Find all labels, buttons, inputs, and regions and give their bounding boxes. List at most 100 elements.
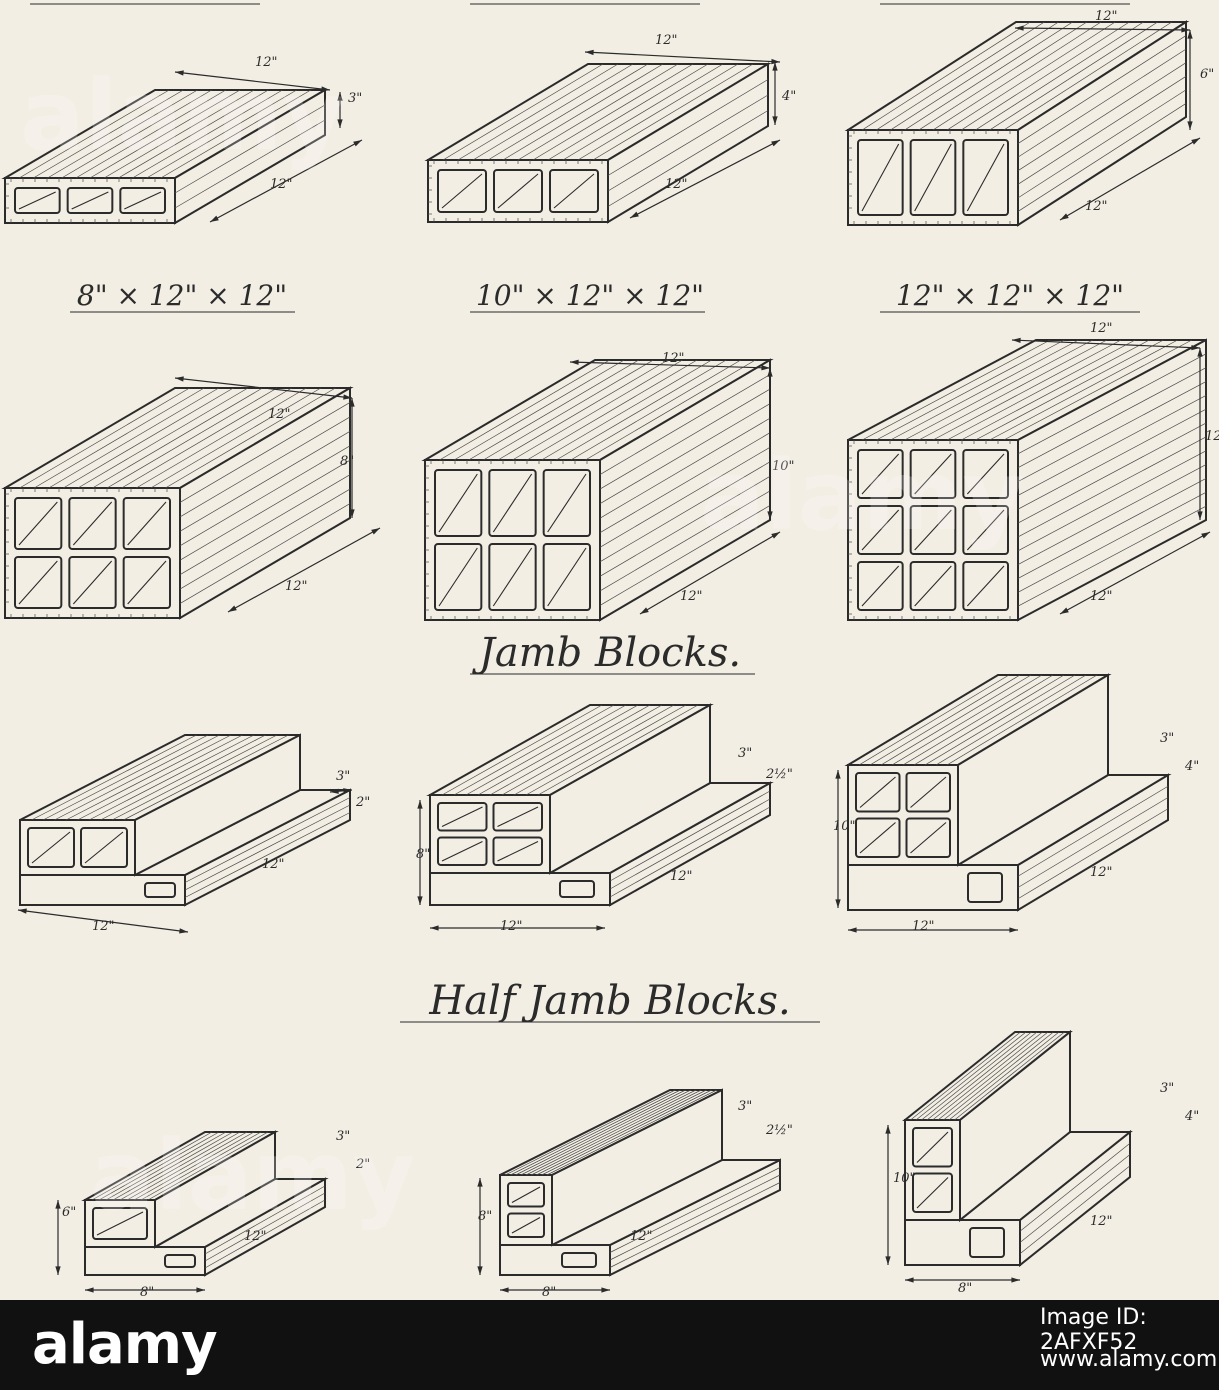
dim-b4-height: 8" — [340, 454, 354, 469]
dim-b6-depth: 12" — [1090, 589, 1113, 604]
dim-h2-height: 8" — [478, 1209, 492, 1224]
dim-b2-depth: 12" — [665, 177, 688, 192]
block-cell — [488, 543, 537, 611]
dim-j3-width: 12" — [912, 919, 935, 934]
block-cell — [434, 543, 483, 611]
dim-h2-rise: 2½" — [765, 1123, 793, 1138]
dim-b6-len: 12" — [1090, 321, 1113, 336]
dim-j2-height: 8" — [416, 847, 430, 862]
dim-h2-step: 3" — [738, 1099, 752, 1114]
block-cell — [66, 187, 114, 214]
block-cell — [493, 169, 543, 213]
dim-b2-len: 12" — [655, 33, 678, 48]
block-cell — [122, 556, 171, 609]
block-cell — [492, 802, 543, 832]
watermark-overlay-3: alamy — [90, 1120, 416, 1232]
block-cell — [549, 169, 599, 213]
dim-j2-width: 12" — [500, 919, 523, 934]
block-cell — [68, 556, 117, 609]
block-cell — [437, 169, 487, 213]
block-cell — [962, 449, 1009, 499]
block-cell — [542, 543, 592, 611]
block-10x12x12 — [421, 358, 781, 622]
block-cell — [434, 469, 483, 537]
dim-j1-depth: 12" — [262, 857, 285, 872]
dim-b3-height: 6" — [1200, 67, 1214, 82]
dim-b4-len: 12" — [268, 407, 291, 422]
dim-b3-depth: 12" — [1085, 199, 1108, 214]
dim-h2-width: 8" — [542, 1285, 556, 1300]
half-jamb-block-3 — [885, 1029, 1133, 1283]
block-cell — [92, 1207, 148, 1240]
block-cell — [14, 187, 61, 214]
block-cell — [855, 817, 901, 858]
block-3x12x12 — [1, 70, 363, 225]
block-cell — [962, 561, 1009, 611]
half-jamb-block-1 — [55, 1130, 329, 1293]
block-cell — [962, 139, 1009, 216]
block-cell — [857, 561, 904, 611]
block-cell — [80, 827, 128, 868]
jamb-block-2 — [417, 703, 774, 931]
dim-b6-height: 12" — [1205, 429, 1219, 444]
site-url-link[interactable]: www.alamy.com — [1040, 1347, 1218, 1372]
caption-10x12x12: 10" × 12" × 12" — [476, 279, 704, 312]
block-cell — [14, 497, 63, 550]
block-4x12x12 — [424, 49, 781, 224]
dim-h3-depth: 12" — [1090, 1214, 1113, 1229]
block-cell — [27, 827, 75, 868]
alamy-logo: alamy — [32, 1312, 218, 1377]
block-cell — [507, 1182, 545, 1208]
dim-j1-width: 12" — [92, 919, 115, 934]
block-cell — [909, 139, 957, 216]
block-cell — [857, 139, 904, 216]
block-12x12x12 — [847, 337, 1211, 622]
block-cell — [68, 497, 117, 550]
block-cell — [909, 505, 957, 555]
dim-b2-height: 4" — [781, 89, 796, 104]
block-cell — [437, 836, 488, 866]
block-cell — [122, 497, 171, 550]
block-6x12x12 — [844, 20, 1201, 227]
dim-j1-rise: 2" — [355, 795, 370, 810]
dim-h3-height: 10" — [893, 1171, 916, 1186]
block-cell — [905, 772, 951, 813]
block-cell — [912, 1172, 953, 1213]
caption-8x12x12: 8" × 12" × 12" — [77, 279, 287, 312]
block-cell — [909, 561, 957, 611]
dim-h1-width: 8" — [140, 1285, 154, 1300]
jamb-block-3 — [835, 673, 1172, 933]
block-cell — [437, 802, 488, 832]
caption-12x12x12: 12" × 12" × 12" — [896, 279, 1124, 312]
block-cell — [857, 505, 904, 555]
dim-j3-rise: 4" — [1184, 759, 1199, 774]
dim-j2-rise: 2½" — [765, 767, 793, 782]
dim-j3-depth: 12" — [1090, 865, 1113, 880]
dim-b5-height: 10" — [772, 459, 795, 474]
jamb-block-1 — [17, 733, 353, 934]
dim-j2-depth: 12" — [670, 869, 693, 884]
drawing-sheet: 8" × 12" × 12" 10" × 12" × 12" 12" × 12"… — [1, 3, 1219, 1300]
half-jamb-block-2 — [477, 1088, 781, 1293]
dim-b1-len: 12" — [255, 55, 278, 70]
dim-h3-width: 8" — [958, 1281, 972, 1296]
block-cell — [542, 469, 592, 537]
dim-j2-step: 3" — [738, 746, 752, 761]
dim-b5-depth: 12" — [680, 589, 703, 604]
block-cell — [14, 556, 63, 609]
block-cell — [905, 817, 951, 858]
block-cell — [857, 449, 904, 499]
dim-h2-depth: 12" — [630, 1229, 653, 1244]
dim-b1-depth: 12" — [270, 177, 293, 192]
block-cell — [488, 469, 537, 537]
dim-h3-step: 3" — [1160, 1081, 1174, 1096]
block-cell — [912, 1127, 953, 1168]
dim-j3-height: 10" — [833, 819, 856, 834]
dim-h1-step: 3" — [336, 1129, 350, 1144]
half-jamb-blocks-title: Half Jamb Blocks. — [428, 978, 790, 1024]
block-cell — [855, 772, 901, 813]
dim-j1-step: 3" — [336, 769, 350, 784]
dim-h1-height: 6" — [62, 1205, 76, 1220]
dim-h1-rise: 2" — [355, 1157, 370, 1172]
jamb-blocks-title: Jamb Blocks. — [472, 630, 741, 676]
